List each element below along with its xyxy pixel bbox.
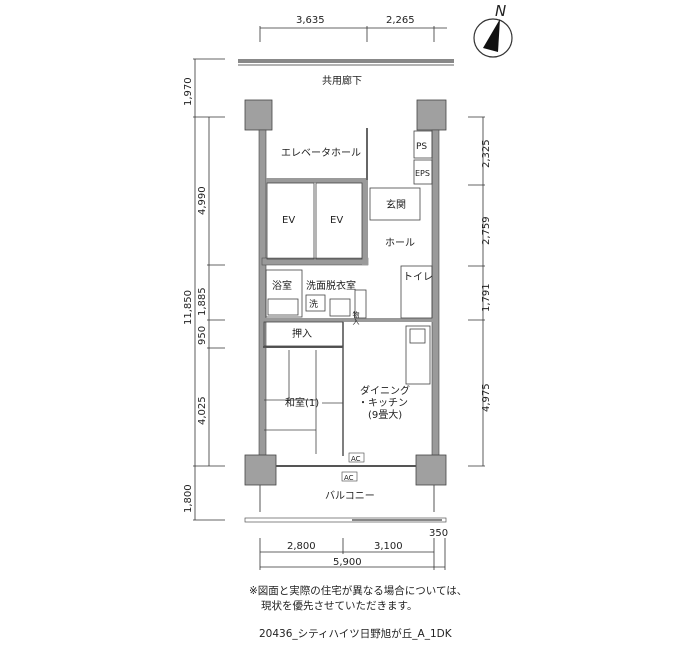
top-dimension-lines — [259, 26, 447, 42]
dim-right-2325: 2,325 — [481, 139, 492, 168]
storage-label: 物入 — [352, 310, 360, 325]
ac-label-1: AC — [351, 455, 361, 463]
dim-left-950: 950 — [197, 326, 208, 345]
bottom-dimension-lines — [259, 538, 446, 570]
left-dimension-lines — [193, 58, 225, 521]
right-dimension-labels: 2,325 2,759 1,791 4,975 — [481, 139, 492, 412]
dim-left-4990: 4,990 — [197, 186, 208, 215]
left-dimension-labels: 1,970 11,850 1,800 4,990 1,885 950 4,025 — [183, 77, 208, 513]
dk-label-3: (9畳大) — [368, 408, 402, 421]
walls — [244, 99, 447, 523]
north-compass-icon: N — [473, 2, 513, 58]
ev2-label: EV — [330, 215, 343, 226]
dim-left-11850: 11,850 — [183, 290, 194, 325]
right-dimension-lines — [468, 116, 485, 467]
corridor-label: 共用廊下 — [322, 74, 362, 87]
dim-left-1885: 1,885 — [197, 287, 208, 316]
balcony-label: バルコニー — [325, 490, 375, 502]
toilet-label: トイレ — [403, 272, 433, 283]
washer-label: 洗 — [309, 298, 318, 310]
ac-label-2: AC — [344, 474, 354, 482]
disclaimer-line-2: 現状を優先させていただきます。 — [261, 599, 417, 612]
washitsu-label: 和室(1) — [285, 396, 319, 409]
dim-top-1: 3,635 — [296, 15, 325, 26]
dim-bottom-350: 350 — [429, 528, 448, 539]
corridor-wall — [238, 59, 454, 66]
closet-label: 押入 — [292, 327, 312, 340]
disclaimer-line-1: ※図面と実際の住宅が異なる場合については、 — [249, 584, 467, 597]
plan-caption: 20436_シティハイツ日野旭が丘_A_1DK — [259, 627, 453, 640]
eps-label: EPS — [415, 169, 430, 178]
dim-right-2759: 2,759 — [481, 216, 492, 245]
elevator-hall-label: エレベータホール — [281, 147, 361, 159]
dim-left-1800: 1,800 — [183, 484, 194, 513]
room-labels: エレベータホール EV EV PS EPS 玄関 ホール 浴室 洗面脱衣室 洗 … — [272, 142, 433, 502]
dk-label-2: ・キッチン — [358, 397, 408, 409]
dim-bottom-2800: 2,800 — [287, 541, 316, 552]
ps-label: PS — [416, 142, 427, 152]
room-outlines — [263, 130, 433, 454]
dim-right-4975: 4,975 — [481, 383, 492, 412]
north-label: N — [495, 2, 506, 20]
dim-bottom-3100: 3,100 — [374, 541, 403, 552]
ev1-label: EV — [282, 215, 295, 226]
dk-label-1: ダイニング — [360, 384, 410, 397]
dim-right-1791: 1,791 — [481, 283, 492, 312]
washroom-label: 洗面脱衣室 — [306, 279, 356, 292]
dim-left-4025: 4,025 — [197, 396, 208, 425]
dim-bottom-5900: 5,900 — [333, 557, 362, 568]
entrance-label: 玄関 — [386, 198, 406, 211]
bath-label: 浴室 — [272, 279, 292, 292]
hall-label: ホール — [385, 237, 415, 249]
dim-left-1970: 1,970 — [183, 77, 194, 106]
dim-top-2: 2,265 — [386, 15, 415, 26]
